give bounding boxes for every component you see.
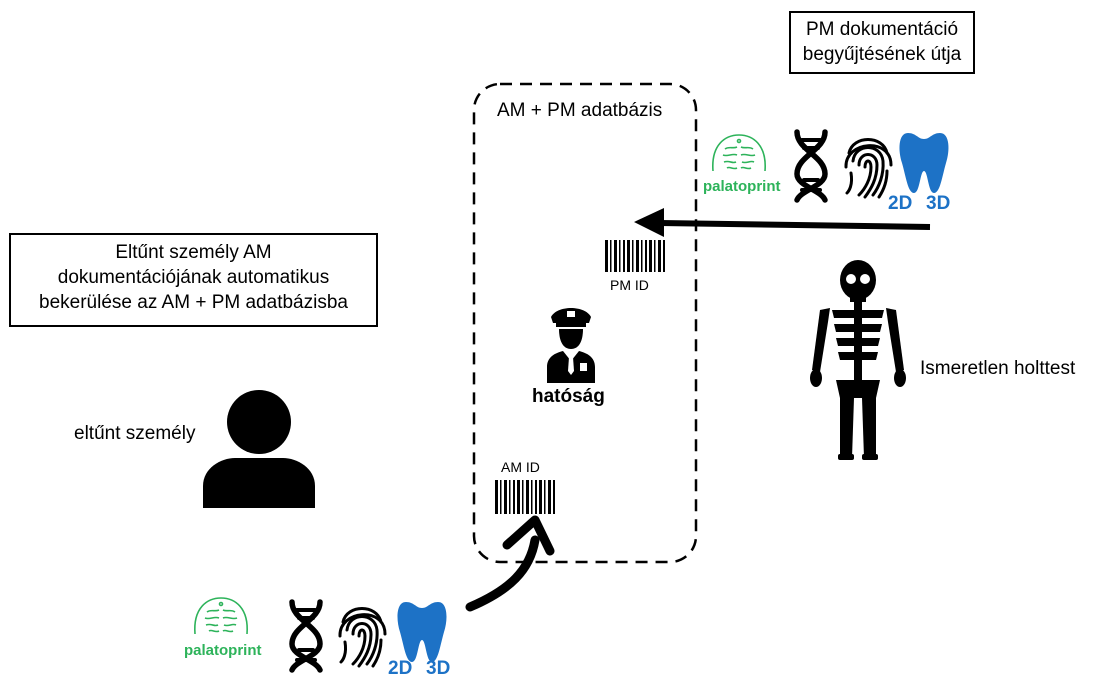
palatoprint-icon	[194, 597, 248, 635]
barcode-icon	[495, 480, 555, 514]
am-box: Eltűnt személy AM dokumentációjának auto…	[9, 233, 378, 327]
missing-person-label: eltűnt személy	[74, 423, 196, 444]
palatoprint-icon	[712, 134, 766, 172]
dna-icon	[289, 599, 323, 673]
pm-path-box: PM dokumentáció begyűjtésének útja	[789, 11, 975, 74]
fingerprint-icon	[338, 607, 387, 668]
am-box-line1: Eltűnt személy AM	[115, 242, 272, 263]
person-icon	[203, 390, 315, 508]
palatoprint-label-top: palatoprint	[703, 178, 781, 195]
am-arrow-head	[502, 515, 555, 556]
tooth-2d-label-bottom: 2D	[388, 658, 413, 679]
police-officer-icon	[547, 308, 595, 383]
dna-icon	[794, 129, 828, 203]
pm-id-label: PM ID	[610, 277, 649, 293]
tooth-3d-label-top: 3D	[926, 193, 951, 214]
skeleton-icon	[810, 260, 906, 460]
tooth-2d-label-top: 2D	[888, 193, 913, 214]
palatoprint-label-bottom: palatoprint	[184, 642, 262, 659]
authority-label: hatóság	[532, 386, 605, 407]
pm-path-line1: PM dokumentáció	[805, 19, 959, 40]
am-id-label: AM ID	[501, 459, 540, 475]
tooth-icon	[397, 602, 447, 662]
am-box-line2: dokumentációjának automatikus	[57, 267, 330, 288]
pm-path-line2: begyűjtésének útja	[802, 44, 962, 65]
pm-arrow-line	[659, 220, 931, 230]
am-arrow-curve	[465, 535, 540, 612]
pm-arrow-head	[634, 208, 664, 237]
database-container	[472, 82, 698, 564]
tooth-3d-label-bottom: 3D	[426, 658, 451, 679]
fingerprint-icon	[844, 138, 893, 199]
am-box-line3: bekerülése az AM + PM adatbázisba	[39, 292, 348, 313]
unknown-body-label: Ismeretlen holttest	[920, 358, 1076, 379]
tooth-icon	[899, 133, 949, 193]
database-title: AM + PM adatbázis	[497, 100, 663, 121]
barcode-icon	[605, 240, 665, 272]
